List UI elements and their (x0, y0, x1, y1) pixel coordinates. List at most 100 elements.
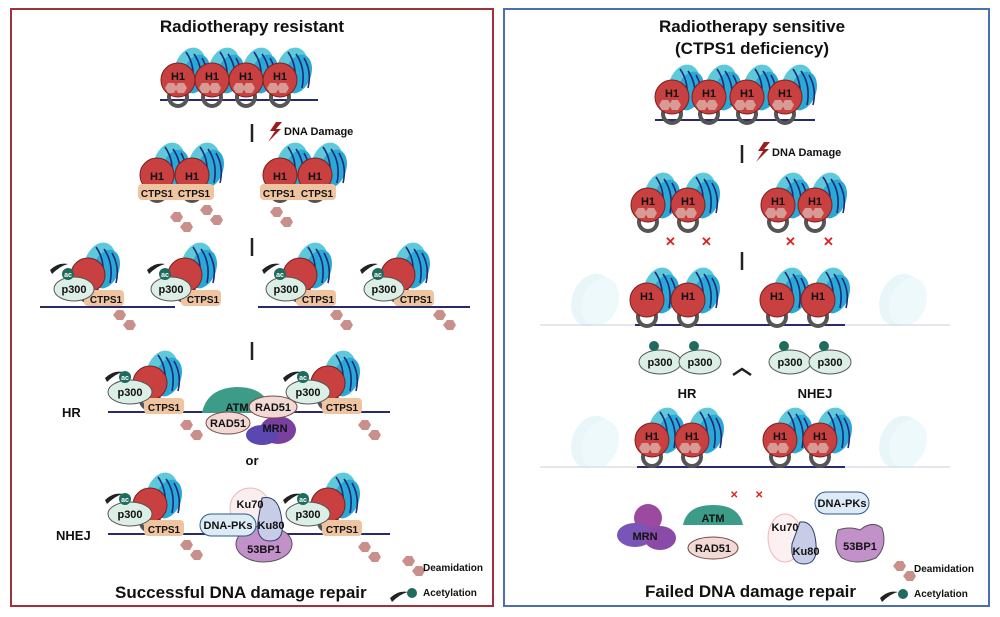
svg-text:RAD51: RAD51 (695, 543, 731, 555)
ctps1-binding-left: H1 H1 CTPS1 CTPS1 (138, 136, 232, 232)
svg-text:CTPS1: CTPS1 (141, 189, 174, 200)
p300-acetylation-row: ac p300 CTPS1 ac p300 CTPS1 ac p300 (50, 236, 456, 330)
acetylation-icon (898, 589, 908, 599)
right-legend: Deamidation Acetylation (880, 561, 974, 602)
svg-text:H1: H1 (205, 71, 219, 83)
svg-text:CTPS1: CTPS1 (301, 189, 334, 200)
svg-text:ac: ac (374, 272, 382, 279)
unrecruited-repair-proteins: MRN ATM RAD51 Ku70 Ku80 DNA-PKs 53BP1 (617, 491, 885, 565)
svg-text:Ku80: Ku80 (793, 546, 820, 558)
svg-text:Acetylation: Acetylation (914, 589, 968, 600)
failed-x-icon: ✕ (665, 234, 676, 249)
svg-text:H1: H1 (273, 71, 287, 83)
right-title-line2: (CTPS1 deficiency) (675, 39, 829, 58)
svg-text:p300: p300 (295, 387, 320, 399)
svg-text:ac: ac (121, 497, 129, 504)
deamidation-icon (893, 561, 916, 581)
failed-x-icon: ✕ (701, 234, 712, 249)
svg-text:H1: H1 (702, 88, 716, 100)
acetylation-icon (407, 588, 417, 598)
svg-text:H1: H1 (773, 431, 787, 443)
right-panel: Radiotherapy sensitive (CTPS1 deficiency… (503, 8, 990, 607)
svg-text:ac: ac (276, 272, 284, 279)
svg-text:CTPS1: CTPS1 (302, 295, 335, 306)
svg-text:p300: p300 (117, 387, 142, 399)
svg-text:H1: H1 (185, 171, 199, 183)
acetylation-hook-icon (390, 591, 408, 602)
svg-text:H1: H1 (770, 291, 784, 303)
svg-text:H1: H1 (150, 171, 164, 183)
svg-text:DNA-PKs: DNA-PKs (204, 520, 253, 532)
svg-text:Ku70: Ku70 (237, 499, 264, 511)
failed-x-icon: ✕ (823, 234, 834, 249)
nhej-label: NHEJ (798, 386, 833, 401)
failed-x-icon: ✕ (785, 234, 796, 249)
hr-complex: ac p300 CTPS1 ac p300 CTPS1 ATM RAD51 (105, 344, 381, 445)
left-outcome: Successful DNA damage repair (115, 583, 367, 602)
svg-text:53BP1: 53BP1 (247, 544, 281, 556)
svg-text:Deamidation: Deamidation (423, 563, 483, 574)
hr-label: HR (678, 386, 697, 401)
svg-text:ATM: ATM (225, 402, 248, 414)
svg-text:ac: ac (299, 497, 307, 504)
left-legend: Deamidation Acetylation (390, 556, 483, 602)
svg-text:H1: H1 (681, 196, 695, 208)
svg-text:H1: H1 (665, 88, 679, 100)
svg-text:CTPS1: CTPS1 (326, 403, 359, 414)
svg-text:ac: ac (161, 272, 169, 279)
svg-text:CTPS1: CTPS1 (148, 403, 181, 414)
svg-text:H1: H1 (645, 431, 659, 443)
svg-text:DNA-PKs: DNA-PKs (818, 498, 867, 510)
no-ctps1-row: H1 H1 H1 H1 ✕ ✕ ✕ ✕ (629, 166, 855, 249)
nucleosome-row-failed: H1 H1 H1 H1 ✕ ✕ (633, 401, 860, 501)
svg-text:✕: ✕ (730, 490, 738, 501)
svg-text:CTPS1: CTPS1 (326, 525, 359, 536)
svg-text:p300: p300 (295, 509, 320, 521)
svg-text:RAD51: RAD51 (255, 402, 291, 414)
nucleosome-array-intact: H1 H1 H1 H1 (653, 58, 825, 125)
svg-text:H1: H1 (685, 431, 699, 443)
right-title-line1: Radiotherapy sensitive (659, 17, 845, 36)
svg-text:CTPS1: CTPS1 (400, 295, 433, 306)
right-outcome: Failed DNA damage repair (645, 582, 856, 601)
svg-text:H1: H1 (808, 196, 822, 208)
svg-text:H1: H1 (771, 196, 785, 208)
svg-text:ac: ac (64, 272, 72, 279)
svg-text:CTPS1: CTPS1 (90, 295, 123, 306)
svg-text:H1: H1 (778, 88, 792, 100)
deamidation-icon (402, 556, 425, 576)
svg-text:H1: H1 (171, 71, 185, 83)
svg-text:CTPS1: CTPS1 (263, 189, 296, 200)
svg-text:MRN: MRN (632, 531, 657, 543)
nhej-complex: ac p300 CTPS1 ac p300 CTPS1 Ku70 Ku80 D (105, 466, 381, 563)
right-panel-border (503, 8, 990, 607)
lightning-icon (756, 142, 770, 162)
svg-text:p300: p300 (371, 284, 396, 296)
dna-damage-label: DNA Damage (772, 147, 841, 159)
svg-text:H1: H1 (641, 196, 655, 208)
svg-text:p300: p300 (158, 284, 183, 296)
svg-text:p300: p300 (817, 357, 842, 369)
dna-damage-label: DNA Damage (284, 126, 353, 138)
acetylation-hook-icon (880, 591, 898, 602)
svg-text:CTPS1: CTPS1 (178, 189, 211, 200)
svg-text:CTPS1: CTPS1 (148, 525, 181, 536)
left-panel-border (10, 8, 494, 607)
ctps1-binding-right: H1 H1 CTPS1 CTPS1 (260, 136, 355, 227)
svg-text:p300: p300 (687, 357, 712, 369)
svg-text:p300: p300 (117, 509, 142, 521)
left-panel: Radiotherapy resistant H1 H1 H1 H1 DNA D… (10, 8, 494, 607)
svg-text:H1: H1 (239, 71, 253, 83)
svg-text:H1: H1 (681, 291, 695, 303)
svg-text:ATM: ATM (701, 513, 724, 525)
svg-text:ac: ac (121, 375, 129, 382)
svg-text:p300: p300 (647, 357, 672, 369)
or-label: or (246, 453, 259, 468)
svg-text:p300: p300 (777, 357, 802, 369)
left-title: Radiotherapy resistant (160, 17, 345, 36)
svg-text:H1: H1 (811, 291, 825, 303)
svg-text:RAD51: RAD51 (210, 418, 246, 430)
svg-text:MRN: MRN (262, 423, 287, 435)
svg-text:CTPS1: CTPS1 (187, 295, 220, 306)
